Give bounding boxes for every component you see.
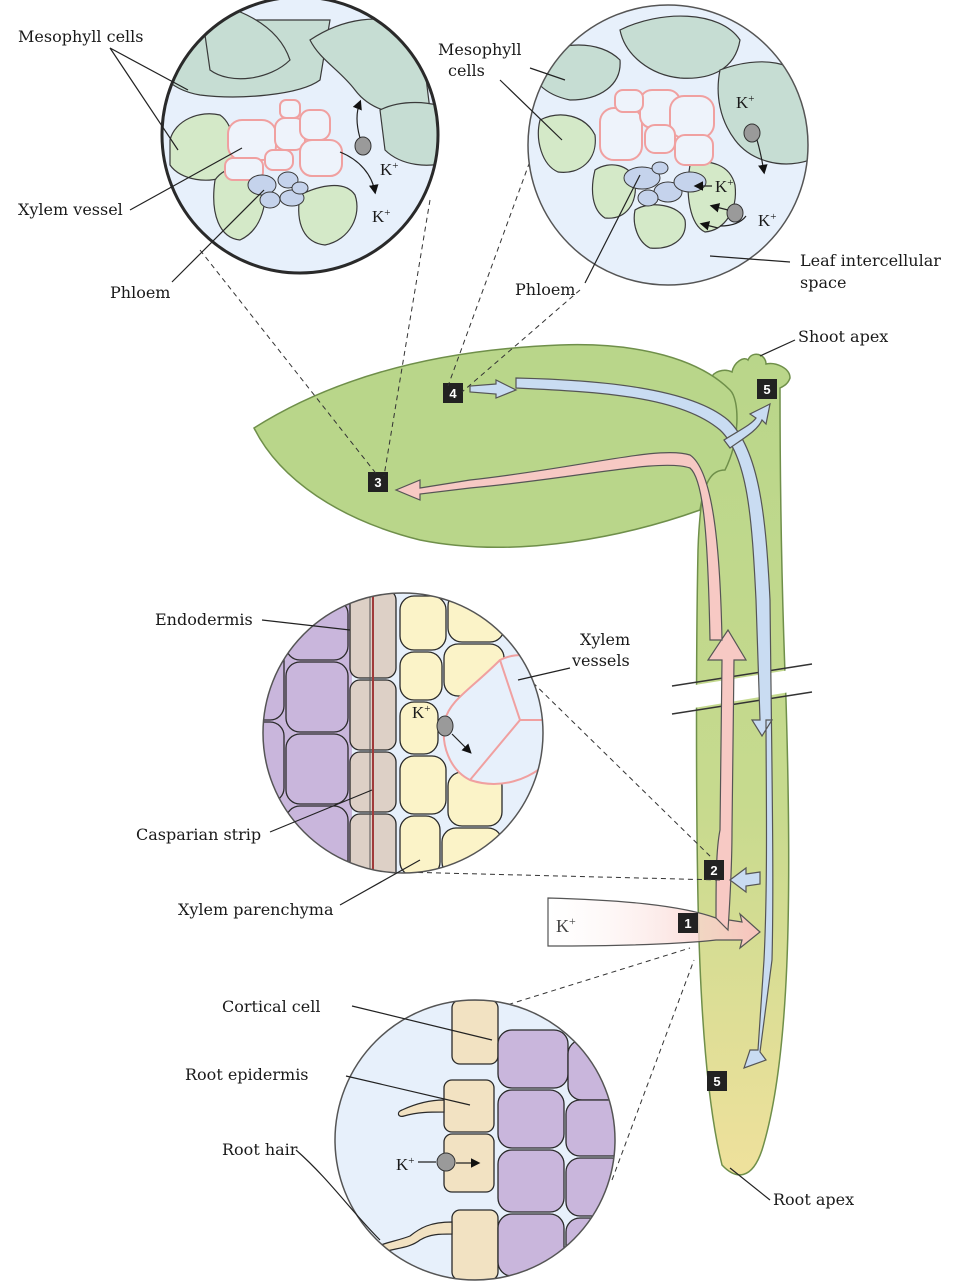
label-leaf-intercellular-2: space	[800, 273, 846, 292]
step-3-marker: 3	[368, 472, 388, 492]
transporter-protein-bot	[437, 1153, 455, 1171]
svg-text:5: 5	[763, 382, 770, 397]
label-mesophyll-right-1: Mesophyll	[438, 40, 522, 59]
transporter-protein-tr-1	[744, 124, 760, 142]
label-xylem-vessels-1: Xylem	[580, 630, 630, 649]
label-shoot-apex: Shoot apex	[798, 327, 888, 346]
step-5-root-marker: 5	[707, 1071, 727, 1091]
leaf-phloem-detail: K+ K+ K+	[528, 5, 810, 285]
svg-text:2: 2	[710, 863, 717, 878]
label-phloem-left: Phloem	[110, 283, 170, 302]
label-mesophyll-cells-left: Mesophyll cells	[18, 27, 143, 46]
leaf	[254, 345, 737, 548]
root-uptake-detail: K+	[335, 1000, 628, 1280]
label-root-hair: Root hair	[222, 1140, 298, 1159]
xylem-cells-tr	[600, 90, 714, 165]
step-5-shoot-marker: 5	[757, 379, 777, 399]
label-root-epidermis: Root epidermis	[185, 1065, 309, 1084]
label-root-apex: Root apex	[773, 1190, 854, 1209]
label-xylem-vessels-2: vessels	[571, 651, 630, 670]
svg-text:5: 5	[713, 1074, 720, 1089]
transporter-protein-tr-2	[727, 204, 743, 222]
leaf-xylem-detail: K+ K+	[150, 0, 450, 273]
svg-text:3: 3	[374, 475, 381, 490]
svg-text:4: 4	[449, 386, 457, 401]
label-xylem-vessel: Xylem vessel	[18, 200, 123, 219]
svg-text:1: 1	[684, 916, 691, 931]
label-cortical-cell: Cortical cell	[222, 997, 320, 1016]
step-4-marker: 4	[443, 383, 463, 403]
step-2-marker: 2	[704, 860, 724, 880]
root-xylem-loading-detail: K+	[232, 590, 550, 884]
epidermis-cells-bot	[444, 1000, 498, 1280]
label-xylem-parenchyma: Xylem parenchyma	[178, 900, 334, 919]
step-1-marker: 1	[678, 913, 698, 933]
label-casparian-strip: Casparian strip	[136, 825, 261, 844]
label-mesophyll-right-2: cells	[448, 61, 485, 80]
label-phloem-right: Phloem	[515, 280, 575, 299]
label-endodermis: Endodermis	[155, 610, 253, 629]
transporter-protein-tl	[355, 137, 371, 155]
label-leaf-intercellular-1: Leaf intercellular	[800, 251, 941, 270]
transporter-protein-mid	[437, 716, 453, 736]
